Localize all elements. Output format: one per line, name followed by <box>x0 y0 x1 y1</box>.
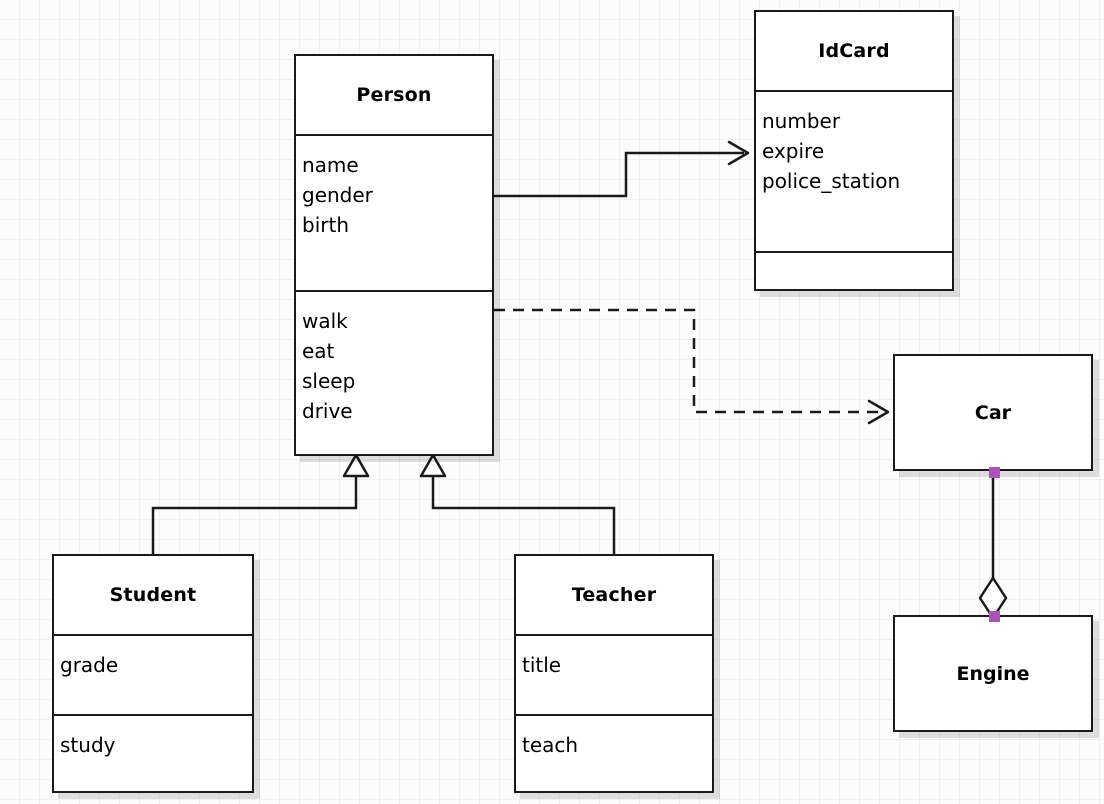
class-idcard-methods <box>756 251 952 289</box>
class-car-title: Car <box>974 401 1012 424</box>
class-person[interactable]: Person name gender birth walk eat sleep … <box>294 54 494 456</box>
class-student-methods: study <box>54 714 252 791</box>
method-item: teach <box>522 733 579 757</box>
method-item: drive <box>302 399 353 423</box>
connector-car-engine[interactable] <box>978 471 1008 620</box>
class-idcard[interactable]: IdCard number expire police_station <box>754 10 954 291</box>
method-item: eat <box>302 339 335 363</box>
class-teacher[interactable]: Teacher title teach <box>514 554 714 793</box>
method-item: sleep <box>302 369 356 393</box>
class-teacher-methods: teach <box>516 714 712 791</box>
class-teacher-attributes: title <box>516 634 712 714</box>
method-item: walk <box>302 309 348 333</box>
attribute-item: police_station <box>762 169 901 193</box>
class-person-title: Person <box>356 84 432 106</box>
class-person-attributes: name gender birth <box>296 134 492 290</box>
attribute-item: title <box>522 653 562 677</box>
class-idcard-attributes: number expire police_station <box>756 90 952 251</box>
connector-handle-car[interactable] <box>989 467 1000 478</box>
attribute-item: gender <box>302 183 373 207</box>
attribute-item: grade <box>60 653 119 677</box>
method-item: study <box>60 733 116 757</box>
connector-person-idcard[interactable] <box>494 140 750 198</box>
attribute-item: birth <box>302 213 349 237</box>
attribute-item: expire <box>762 139 825 163</box>
attribute-item: name <box>302 153 359 177</box>
class-engine[interactable]: Engine <box>893 611 1093 732</box>
class-student[interactable]: Student grade study <box>52 554 254 793</box>
class-teacher-title: Teacher <box>571 584 657 606</box>
class-engine-title: Engine <box>956 662 1030 685</box>
connector-student-person[interactable] <box>151 453 370 554</box>
connector-teacher-person[interactable] <box>419 453 616 554</box>
attribute-item: number <box>762 109 841 133</box>
class-student-attributes: grade <box>54 634 252 714</box>
class-student-title: Student <box>109 584 197 606</box>
class-person-methods: walk eat sleep drive <box>296 290 492 454</box>
connector-person-car[interactable] <box>494 308 890 425</box>
connector-handle-engine[interactable] <box>989 611 1000 622</box>
class-car[interactable]: Car <box>893 354 1093 478</box>
class-idcard-title: IdCard <box>818 40 890 62</box>
